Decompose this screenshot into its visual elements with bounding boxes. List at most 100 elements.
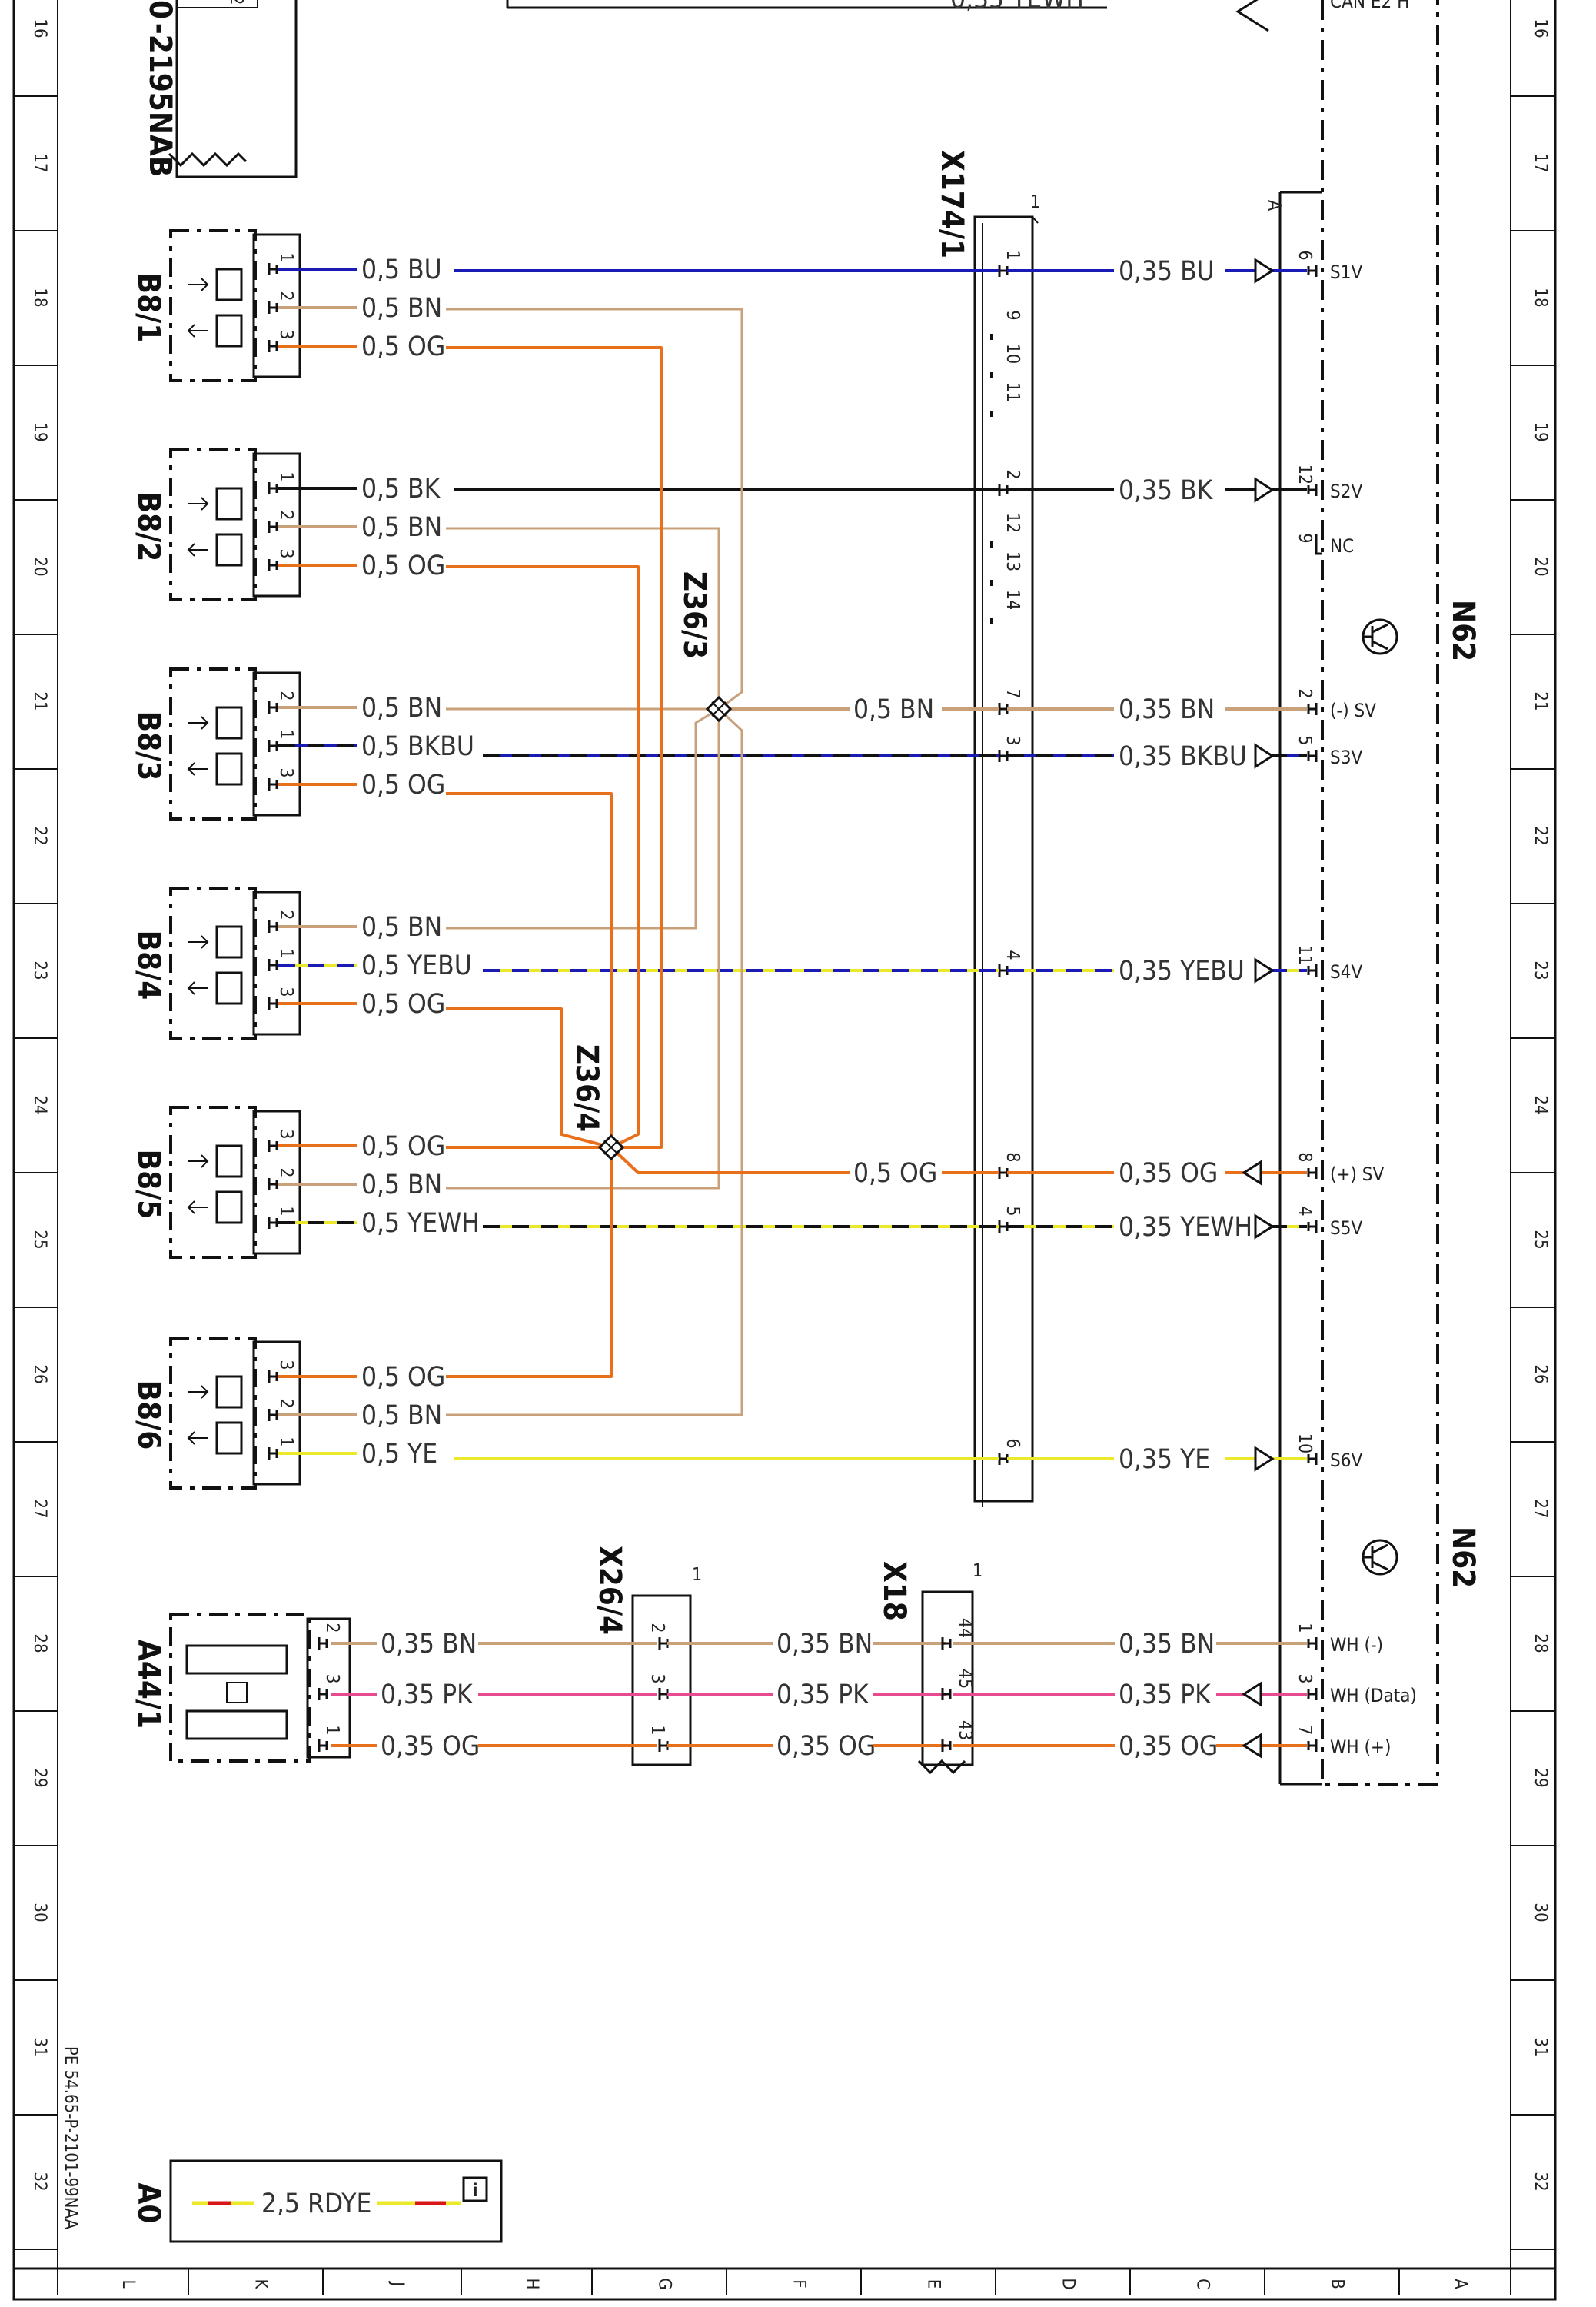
arrow-icon [188,935,209,949]
n62-pin-terminal [1307,1453,1318,1465]
sensor-connector [252,891,301,1036]
row-label-right: 18 [1531,288,1550,307]
x18-pin-terminal [941,1637,952,1650]
sensor-element-icon [215,925,243,959]
x18-pin: 45 [955,1669,975,1689]
top-component-code: -2195NAB [142,23,178,178]
label-backing [1114,739,1255,770]
x18-wire-label: 0,35 PK [1119,1679,1212,1710]
a0-wire-label: 2,5 RDYE [261,2189,371,2219]
n62-pin-terminal [1307,484,1318,496]
row-label-left: 17 [30,153,49,172]
x174-spare-pin: 10 [1002,344,1022,364]
sensor-outline [169,1337,257,1490]
sensor-element-icon [215,1144,243,1178]
n62-electronics-icon-detail [1363,1543,1388,1571]
sensor-pin-terminal [268,1217,278,1229]
x18-wire-label: 0,35 OG [1119,1731,1218,1762]
row-label-left: 24 [30,1095,49,1114]
n62-nc-terminal [1315,534,1322,555]
row-label-right: 20 [1531,557,1550,576]
n62-wh-pin: 7 [1295,1725,1315,1735]
x26-label: X26/4 [592,1546,627,1635]
x174-pin: 6 [1002,1438,1022,1448]
col-label: H [522,2279,541,2290]
splice-icon-cross [711,701,727,717]
arrow-icon [188,1385,209,1399]
sensor-pin-terminal [268,559,278,571]
n62-pin-a: A [1264,200,1284,211]
sensor-label: B8/6 [131,1380,166,1450]
col-label: E [924,2279,943,2289]
n62-signal-label: S3V [1330,747,1362,768]
info-icon-glyph: i [472,2181,477,2201]
x174-corner-pin: 1 [1030,192,1040,212]
row-label-right: 32 [1531,2172,1550,2191]
sensor-outline [169,448,257,601]
label-backing [1114,1442,1225,1473]
col-label: L [118,2279,138,2288]
x174-pin: 4 [1002,950,1022,960]
top-component-outline [175,0,298,178]
sensor-pin: 2 [276,510,296,520]
x18-pin: 43 [955,1720,975,1740]
sensor-pin-terminal [268,1447,278,1460]
row-label-right: 16 [1531,18,1550,38]
sensor-label: B8/2 [131,492,166,562]
arrow-icon [188,497,209,511]
x174-spare-pin: 9 [1002,310,1022,320]
top-component-box [177,0,258,8]
sensor-pin-terminal [268,263,278,275]
n62-wh-signal: WH (-) [1330,1634,1383,1656]
n62-pin-terminal [1307,1688,1318,1700]
n62-signal-label: S5V [1330,1217,1362,1239]
sensor-element-icon [215,487,243,521]
n62-pin: 12 [1295,464,1315,484]
x174-pin: 2 [1002,469,1022,479]
n62-wh-pin: 3 [1295,1673,1315,1683]
sensor-pin: 3 [276,548,296,558]
row-label-left: 31 [30,2037,49,2056]
og-wire-b81 [446,346,663,1149]
n62-nc-label: NC [1330,535,1354,557]
sensor-pin-terminal [268,740,278,752]
sensor-pin-terminal [268,301,278,314]
sensor-wire-label: 0,5 BN [361,293,442,324]
row-label-right: 17 [1531,153,1550,172]
bn-wire-b86 [446,707,743,1416]
sensor-element-icon [215,971,243,1005]
a44-pin: 3 [322,1673,342,1683]
sensor-pin-terminal [268,1370,278,1383]
n62-signal-label: S2V [1330,481,1362,502]
x18-connector-body [921,1590,974,1766]
splice-z36-3-label: Z36/3 [677,571,712,659]
x174-pin-terminal [998,1453,1009,1465]
x174-in-wire-label: 0,5 OG [853,1158,937,1189]
arrow-icon [1254,477,1275,503]
x18-pin: 44 [955,1618,975,1638]
arrow-icon [187,1200,208,1214]
top-pin: 2 [226,0,246,5]
sensor-wire-label: 0,5 YEBU [361,950,472,981]
bn-wire-b84 [446,707,720,930]
x174-pin-terminal [998,1167,1009,1179]
n62-pin: 4 [1295,1206,1315,1216]
sensor-pin-terminal [268,521,278,533]
x26-pin: 2 [647,1623,667,1633]
label-backing [850,1156,945,1187]
n62-pin: 11 [1295,945,1315,965]
x174-pin-terminal [998,265,1009,277]
arrow-icon [187,1431,208,1445]
sensor-connector [252,452,301,598]
x26-pin-terminal [658,1688,669,1700]
arrow-icon [188,716,209,730]
sensor-wire-label: 0,5 BKBU [361,731,474,762]
sensor-element-icon [215,706,243,740]
sensor-element-icon [215,268,243,301]
sensor-wire-label: 0,5 BK [361,474,441,504]
sensor-wire-label: 0,5 YEWH [361,1208,480,1239]
sensor-pin: 3 [276,767,296,777]
sensor-connector [252,1110,301,1255]
sensor-pin: 1 [276,252,296,262]
a0-label: A0 [131,2183,166,2224]
